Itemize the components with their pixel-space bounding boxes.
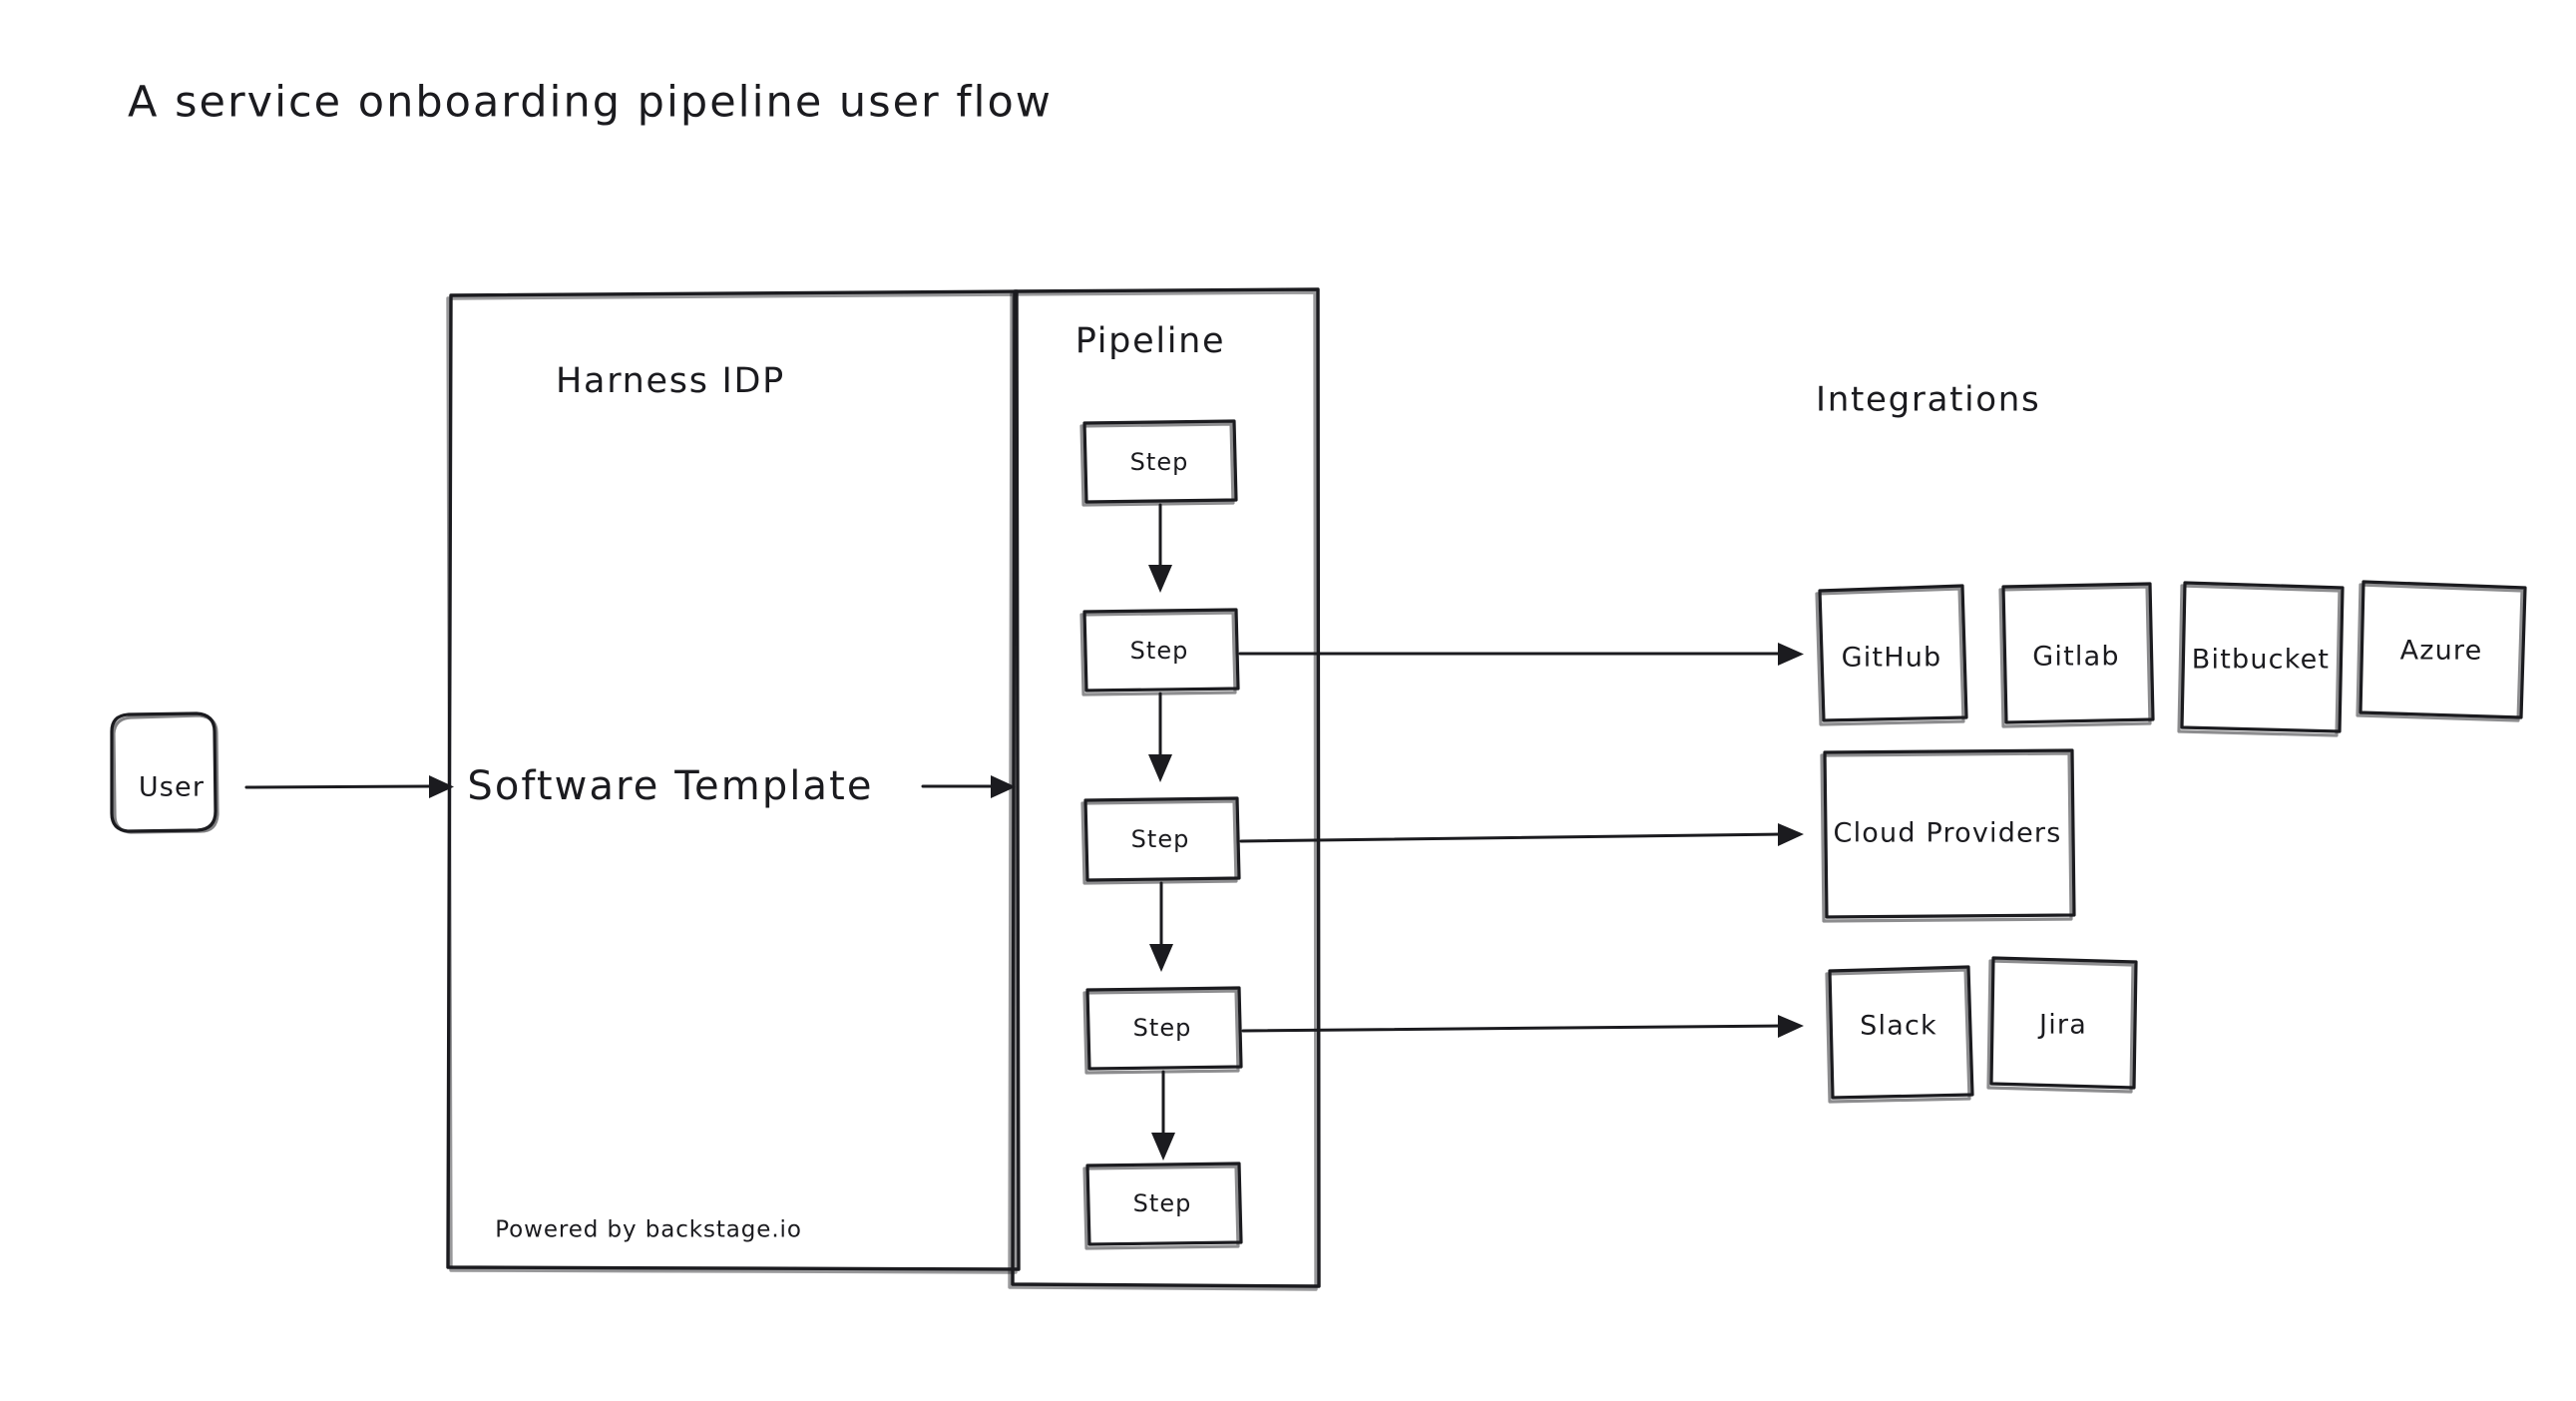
container-pipeline-label: Pipeline xyxy=(1075,321,1226,361)
node-jira-label: Jira xyxy=(2037,1010,2087,1041)
node-user[interactable]: User xyxy=(110,711,219,834)
connector-step4-to-comms xyxy=(1241,1015,1804,1038)
connector-step3-to-step4 xyxy=(1149,881,1173,972)
connector-step2-to-step3 xyxy=(1148,692,1172,782)
node-azure-label: Azure xyxy=(2400,636,2483,667)
node-jira[interactable]: Jira xyxy=(1986,956,2138,1094)
node-slack[interactable]: Slack xyxy=(1825,965,1974,1104)
connector-idp-to-pipeline xyxy=(921,775,1016,798)
connector-step1-to-step2 xyxy=(1148,503,1172,593)
node-gitlab[interactable]: Gitlab xyxy=(1998,582,2155,728)
node-cloud-providers[interactable]: Cloud Providers xyxy=(1820,748,2076,923)
powered-by-backstage-label: Powered by backstage.io xyxy=(495,1217,802,1243)
connector-user-to-idp xyxy=(244,775,454,798)
node-step-3[interactable]: Step xyxy=(1080,796,1241,885)
connector-step2-to-scm xyxy=(1238,643,1804,666)
container-harness-idp[interactable]: Harness IDP Software Template Powered by… xyxy=(446,289,1021,1274)
node-github[interactable]: GitHub xyxy=(1815,584,1968,726)
node-step-4[interactable]: Step xyxy=(1082,986,1243,1075)
node-azure[interactable]: Azure xyxy=(2356,580,2527,722)
connector-step3-to-cloud xyxy=(1239,823,1804,846)
node-step-3-label: Step xyxy=(1131,825,1190,853)
software-template-label: Software Template xyxy=(467,763,873,809)
container-pipeline[interactable]: Pipeline xyxy=(1008,287,1321,1291)
node-step-2[interactable]: Step xyxy=(1079,608,1240,697)
node-step-5[interactable]: Step xyxy=(1082,1162,1243,1250)
node-user-label: User xyxy=(139,772,205,803)
node-step-1-label: Step xyxy=(1130,448,1189,476)
connector-step4-to-step5 xyxy=(1151,1070,1175,1161)
container-harness-idp-label: Harness IDP xyxy=(556,361,785,401)
node-step-5-label: Step xyxy=(1133,1189,1192,1217)
node-bitbucket-label: Bitbucket xyxy=(2192,645,2330,676)
node-github-label: GitHub xyxy=(1842,643,1942,674)
node-slack-label: Slack xyxy=(1860,1011,1937,1042)
node-bitbucket[interactable]: Bitbucket xyxy=(2177,581,2345,737)
node-cloud-providers-label: Cloud Providers xyxy=(1834,818,2062,849)
node-step-1[interactable]: Step xyxy=(1079,419,1238,507)
node-step-4-label: Step xyxy=(1133,1014,1192,1042)
node-gitlab-label: Gitlab xyxy=(2032,642,2119,673)
integrations-section-title: Integrations xyxy=(1816,380,2040,420)
node-step-2-label: Step xyxy=(1130,637,1189,665)
page-title: A service onboarding pipeline user flow xyxy=(128,78,1053,128)
